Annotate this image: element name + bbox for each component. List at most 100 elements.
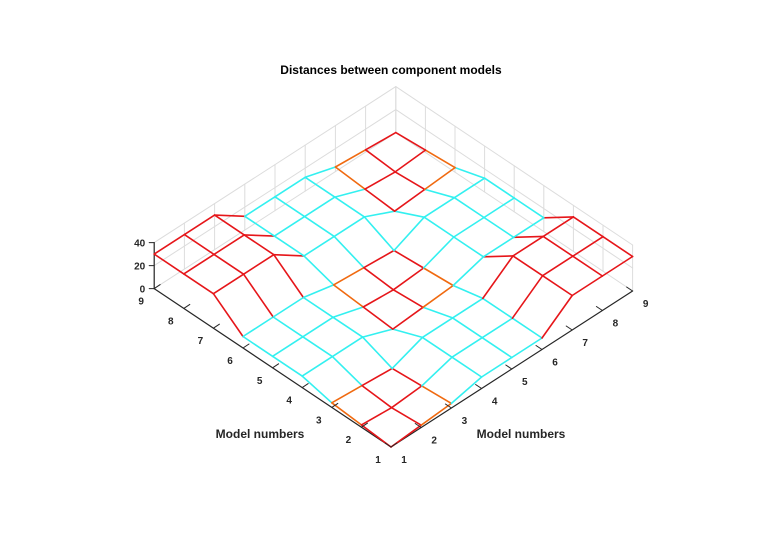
surface-edge	[361, 336, 394, 370]
surface-mesh	[153, 131, 634, 448]
surface-edge	[451, 297, 484, 319]
x-tick	[183, 303, 191, 309]
surface-edge	[421, 336, 453, 359]
surface-edge	[243, 234, 275, 256]
y-tick-label: 4	[492, 397, 498, 408]
surface-edge	[541, 274, 574, 297]
x-tick	[390, 442, 398, 448]
x-tick-label: 1	[375, 455, 381, 466]
z-tick-label: 0	[140, 285, 146, 296]
surface-edge	[420, 402, 453, 427]
y-tick	[535, 345, 543, 350]
surface-edge	[242, 253, 275, 276]
surface-edge	[303, 196, 336, 218]
surface-edge	[511, 274, 544, 320]
surface-edge	[483, 197, 516, 219]
surface-edge	[332, 306, 365, 319]
surface-edge	[393, 188, 426, 212]
surface-edge	[390, 385, 423, 409]
surface-edge	[451, 356, 483, 378]
surface-edge	[452, 255, 485, 287]
y-tick	[595, 306, 603, 311]
surface-edge	[364, 188, 396, 212]
x-tick	[242, 343, 250, 349]
surface-edge	[572, 216, 604, 238]
x-tick-label: 6	[227, 356, 233, 367]
surface-edge	[571, 255, 604, 277]
surface-edge	[451, 317, 484, 339]
y-tick	[414, 423, 422, 428]
surface-edge	[450, 376, 483, 405]
surface-edge	[303, 235, 336, 257]
surface-edge	[332, 266, 365, 286]
y-tick	[384, 442, 392, 448]
surface-edge	[331, 355, 363, 387]
x-tick	[301, 383, 309, 389]
axes-grid	[153, 86, 634, 292]
surface-edge	[333, 196, 366, 218]
surface-edge	[271, 355, 304, 377]
surface-edge	[542, 216, 575, 219]
surface-edge	[363, 216, 395, 252]
axes-lines	[153, 242, 634, 448]
y-tick	[475, 384, 483, 389]
surface-edge	[453, 177, 486, 199]
surface-edge	[334, 166, 366, 190]
x-tick-label: 2	[346, 435, 352, 446]
surface-edge	[364, 131, 397, 151]
surface-edge	[512, 217, 545, 239]
chart-title: Distances between component models	[280, 63, 502, 77]
surface-edge	[212, 273, 245, 295]
surface-edge	[512, 255, 544, 277]
y-tick-label: 2	[431, 436, 437, 447]
x-tick	[272, 363, 280, 369]
surface-edge	[213, 253, 245, 276]
surface-edge	[394, 149, 427, 173]
surface-edge	[302, 296, 334, 319]
surface-edge	[273, 215, 306, 237]
surface-edge	[361, 384, 393, 409]
surface-edge	[274, 176, 307, 198]
surface-edge	[420, 385, 453, 405]
y-tick-label: 6	[552, 358, 558, 369]
x-tick-label: 5	[257, 376, 263, 387]
surface-edge	[512, 235, 545, 257]
x-tick	[331, 402, 339, 408]
surface-edge	[453, 196, 485, 219]
surface-edge	[394, 171, 426, 191]
surface-edge	[422, 306, 454, 319]
x-tick	[212, 323, 220, 329]
surface-edge	[571, 235, 604, 258]
surface-edge	[423, 166, 456, 191]
surface-edge	[301, 375, 333, 404]
y-tick-label: 5	[522, 377, 528, 388]
x-tick-label: 8	[168, 316, 174, 327]
surface-edge	[394, 131, 427, 151]
surface-edge	[481, 297, 514, 320]
surface-edge	[330, 401, 363, 426]
surface-edge	[334, 149, 367, 168]
y-tick-label: 7	[582, 338, 588, 349]
surface-edge	[481, 336, 513, 359]
surface-edge	[424, 149, 456, 169]
surface-edge	[332, 284, 365, 308]
x-axis-label: Model numbers	[216, 427, 305, 441]
surface-edge	[391, 328, 424, 339]
surface-edge	[454, 166, 486, 179]
surface-edge	[301, 316, 334, 338]
surface-edge	[213, 214, 245, 236]
surface-edge	[511, 317, 543, 339]
surface-edge	[301, 355, 334, 377]
surface-edge	[541, 294, 574, 339]
surface-edge	[422, 236, 455, 269]
surface-edge	[542, 216, 575, 238]
x-tick	[153, 284, 161, 290]
surface-edge	[303, 215, 336, 238]
surface-edge	[391, 336, 424, 370]
surface-edge	[362, 288, 395, 308]
surface-edge	[301, 335, 334, 358]
surface-edge	[360, 406, 393, 426]
surface-edge	[483, 216, 515, 239]
surface-edge	[422, 284, 455, 309]
